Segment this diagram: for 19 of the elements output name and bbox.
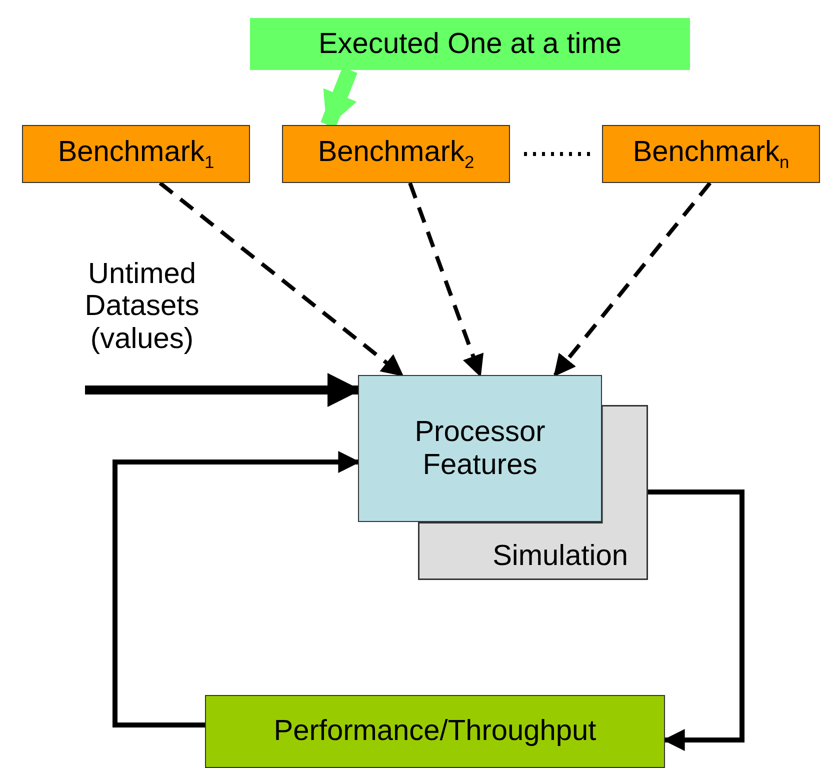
- node-text: Performance/Throughput: [274, 715, 596, 748]
- arrow: [112, 451, 360, 728]
- arrow: [648, 490, 744, 751]
- node-text: Simulation: [492, 540, 628, 572]
- benchmark-box: [282, 125, 510, 183]
- arrow: [553, 182, 712, 377]
- node-text: Untimed Datasets (values): [84, 258, 200, 356]
- node-text: Benchmark$_{2}$: [318, 136, 474, 172]
- arrow: [408, 182, 484, 378]
- processor-box: [358, 375, 602, 522]
- node-text: Benchmark$_{1}$: [58, 136, 214, 172]
- benchmark-box: [22, 125, 250, 183]
- arrow: [158, 181, 404, 377]
- performance-box: [205, 695, 665, 768]
- note-box: [250, 18, 690, 70]
- node-text: Executed One at a time: [318, 28, 622, 60]
- benchmark-box: [602, 125, 820, 183]
- node-text: Benchmark$_{n}$: [632, 136, 790, 172]
- node-text: Processor Features: [414, 416, 546, 481]
